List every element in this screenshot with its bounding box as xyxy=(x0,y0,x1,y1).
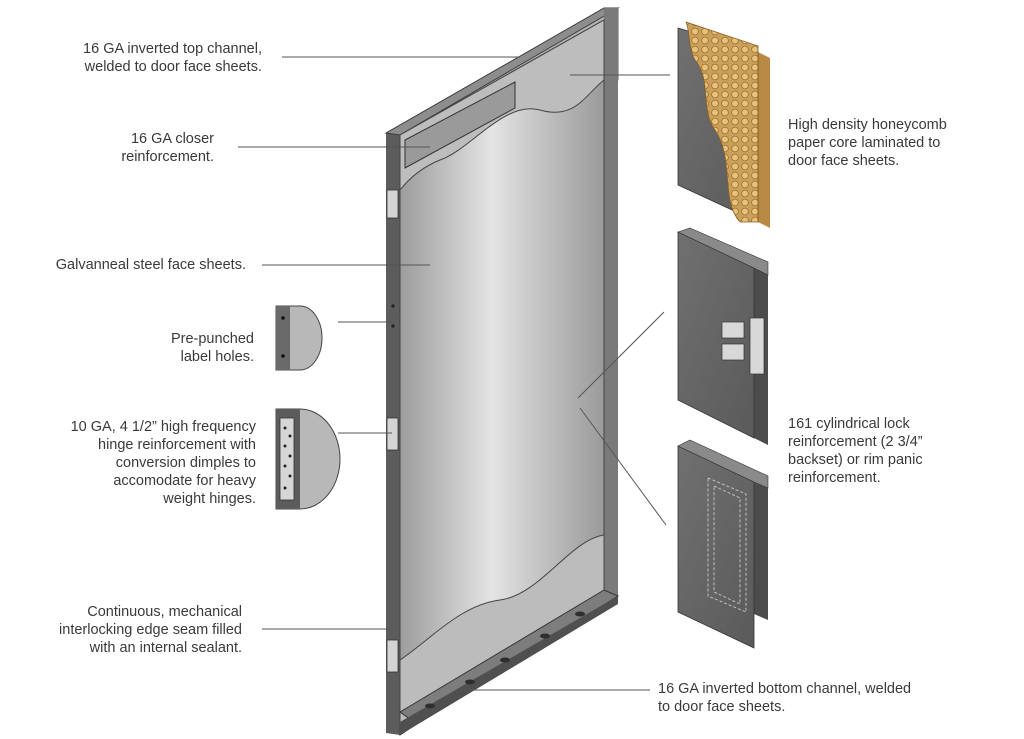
lock-plates xyxy=(721,317,765,375)
honeycomb-core-detail xyxy=(677,21,770,228)
rim-panic-reinforcement-detail xyxy=(677,439,769,649)
lock-reinforcement-detail xyxy=(677,227,769,445)
edge-hinge-reinforcements xyxy=(386,189,399,673)
callout-lock: 161 cylindrical lock reinforcement (2 3/… xyxy=(788,416,923,486)
callout-hinge: 10 GA, 4 1/2” high frequency hinge reinf… xyxy=(70,419,256,507)
callout-top-channel: 16 GA inverted top channel, welded to do… xyxy=(83,41,262,75)
label-holes-detail xyxy=(275,305,323,371)
callout-face-sheets: Galvanneal steel face sheets. xyxy=(55,257,246,273)
rim-panic-outline xyxy=(707,477,747,613)
closer-reinforcement xyxy=(404,81,516,169)
door-assembly xyxy=(384,7,620,736)
hinge-detail xyxy=(275,408,341,510)
callout-label-holes: Pre-punched label holes. xyxy=(170,331,254,365)
callout-honeycomb: High density honeycomb paper core lamina… xyxy=(788,117,947,169)
leader-lines xyxy=(238,56,670,691)
edge-label-holes xyxy=(391,304,395,328)
callout-edge-seam: Continuous, mechanical interlocking edge… xyxy=(59,604,242,656)
bottom-channel-holes xyxy=(425,611,585,709)
callout-bottom-channel: 16 GA inverted bottom channel, welded to… xyxy=(658,681,912,715)
callout-closer: 16 GA closer reinforcement. xyxy=(121,131,214,165)
door-lock-edge xyxy=(604,8,618,602)
